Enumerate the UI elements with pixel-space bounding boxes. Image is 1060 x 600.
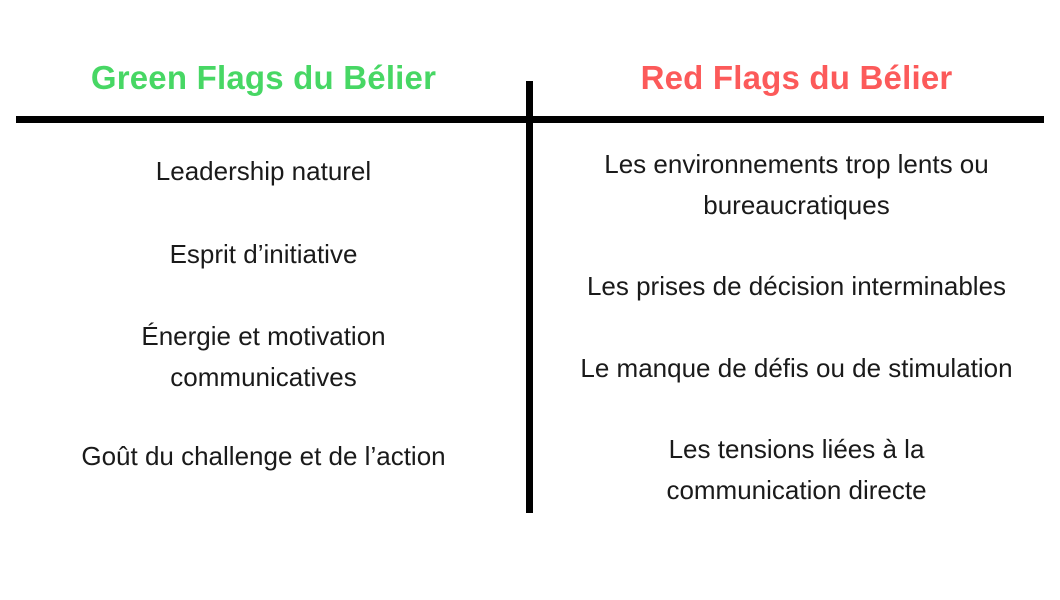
- red-flag-item: Les environnements trop lents ou bureauc…: [604, 149, 989, 220]
- green-flag-item: Goût du challenge et de l’action: [81, 441, 446, 471]
- green-flag-item: Énergie et motivation communicatives: [141, 321, 386, 392]
- red-flag-item: Le manque de défis ou de stimulation: [580, 353, 1013, 383]
- green-flags-header: Green Flags du Bélier: [90, 59, 437, 96]
- green-flag-item: Esprit d’initiative: [169, 239, 358, 269]
- green-flag-item: Leadership naturel: [155, 156, 372, 186]
- red-flags-header: Red Flags du Bélier: [640, 59, 953, 96]
- red-flag-item: Les prises de décision interminables: [586, 271, 1007, 301]
- red-flag-item: Les tensions liées à la communication di…: [666, 434, 927, 505]
- vertical-divider: [526, 81, 533, 513]
